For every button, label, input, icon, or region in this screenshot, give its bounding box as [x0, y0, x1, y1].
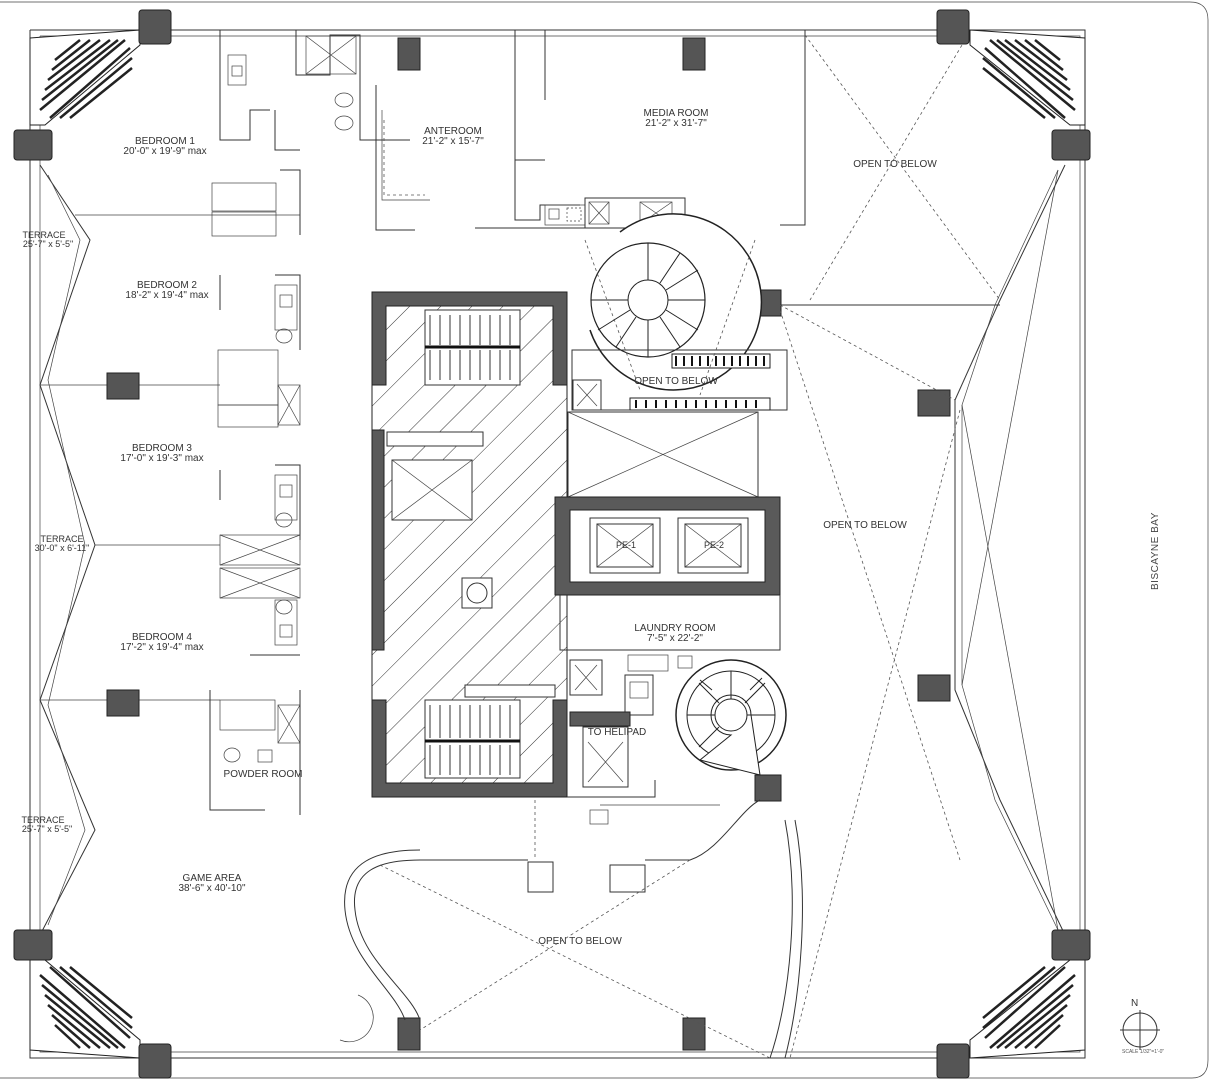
helipad-label: TO HELIPAD [588, 727, 647, 738]
bedroom4-name: BEDROOM 4 [132, 632, 192, 643]
open-below-upper-right: OPEN TO BELOW [853, 159, 937, 170]
scale-label: SCALE 1/32"=1'-0" [1122, 1049, 1165, 1055]
north-arrow [1120, 1010, 1160, 1050]
media-room-size: 21'-2" x 31'-7" [645, 118, 707, 129]
terrace-mid-size: 30'-0" x 6'-11" [35, 543, 90, 553]
curved-walkway [339, 799, 803, 1059]
laundry-service-walls [559, 595, 781, 806]
bedroom1-name: BEDROOM 1 [135, 136, 195, 147]
bedroom4-size: 17'-2" x 19'-4" max [120, 642, 203, 653]
elevator-block [554, 496, 781, 596]
building-outline [29, 29, 1086, 1059]
compass-icon [1120, 1010, 1160, 1050]
bedroom3-name: BEDROOM 3 [132, 443, 192, 454]
media-room-name: MEDIA ROOM [643, 108, 708, 119]
anteroom-name: ANTEROOM [424, 126, 482, 137]
terrace-mid-name: TERRACE [40, 534, 83, 544]
open-below-right: OPEN TO BELOW [823, 520, 907, 531]
game-area-name: GAME AREA [183, 873, 242, 884]
room-labels: BEDROOM 1 20'-0" x 19'-9" max BEDROOM 2 … [21, 108, 937, 947]
north-label: N [1131, 998, 1139, 1009]
corner-fin-bottom-right [969, 959, 1086, 1059]
laundry-room-size: 7'-5" x 22'-2" [647, 633, 703, 644]
building-core [371, 291, 568, 798]
powder-room-name: POWDER ROOM [224, 769, 303, 780]
bedroom1-size: 20'-0" x 19'-9" max [123, 146, 206, 157]
anteroom-size: 21'-2" x 15'-7" [422, 136, 484, 147]
bedroom2-name: BEDROOM 2 [137, 280, 197, 291]
corner-fin-top-left [29, 29, 141, 126]
biscayne-bay-label: BISCAYNE BAY [1150, 512, 1161, 590]
open-below-center: OPEN TO BELOW [634, 376, 718, 387]
center-open-area [567, 349, 788, 498]
bedroom-wing-walls [209, 30, 430, 815]
terrace-top-name: TERRACE [22, 230, 65, 240]
bedroom3-size: 17'-0" x 19'-3" max [120, 453, 203, 464]
bedroom2-size: 18'-2" x 19'-4" max [125, 290, 208, 301]
laundry-room-name: LAUNDRY ROOM [634, 623, 715, 634]
spiral-stair-lower [675, 659, 787, 776]
terrace-right-outline [954, 164, 1066, 936]
terrace-bottom-name: TERRACE [21, 815, 64, 825]
terrace-bottom-size: 25'-7" x 5'-5" [22, 824, 72, 834]
elevator-pe2: PE-2 [704, 540, 724, 550]
elevator-pe1: PE-1 [616, 540, 636, 550]
spiral-stair-upper [589, 213, 763, 391]
corner-fin-top-right [969, 29, 1086, 126]
corner-fin-bottom-left [29, 959, 141, 1059]
structural-columns [13, 9, 1091, 1079]
game-area-size: 38'-6" x 40'-10" [178, 883, 246, 894]
open-to-below-dashes [379, 34, 1001, 1059]
open-below-bottom: OPEN TO BELOW [538, 936, 622, 947]
terrace-top-size: 25'-7" x 5'-5" [23, 239, 73, 249]
anteroom-media-walls [475, 30, 1000, 306]
